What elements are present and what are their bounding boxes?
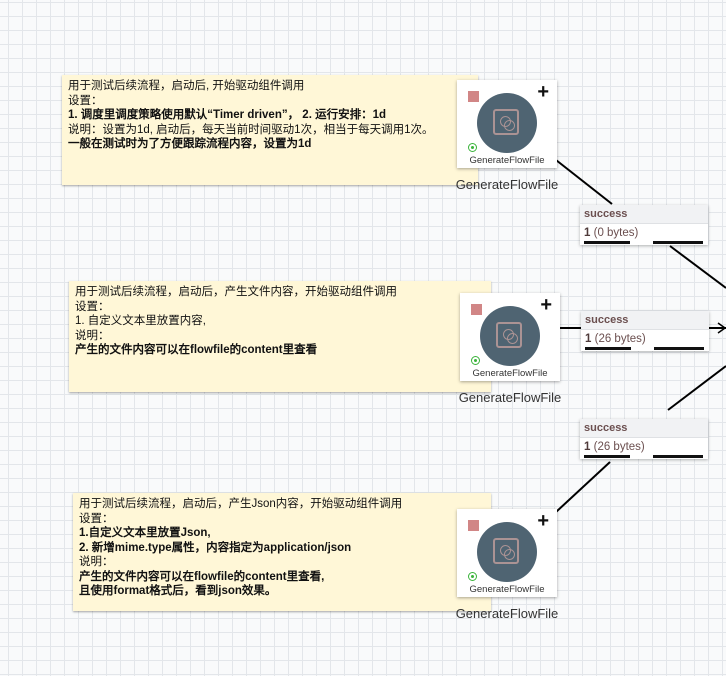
queue-size: (26 bytes) — [593, 441, 645, 453]
backpressure-size-bar — [653, 241, 703, 244]
processor-glyph-icon — [496, 322, 522, 348]
label-line: 说明： — [75, 329, 110, 342]
label-line: 1. 自定义文本里放置内容, — [75, 315, 206, 327]
arrow-head-2 — [717, 322, 726, 334]
connection-line-1a — [555, 159, 613, 205]
add-icon[interactable]: + — [540, 294, 552, 316]
label-line: 产生的文件内容可以在flowfile的content里查看 — [75, 344, 318, 356]
label-line: 设置： — [79, 512, 114, 525]
label-line: 产生的文件内容可以在flowfile的content里查看, — [79, 570, 325, 583]
label-line: 用于测试后续流程，启动后，产生Json内容，开始驱动组件调用 — [79, 498, 403, 510]
processor-icon — [480, 306, 540, 366]
queue-size: (0 bytes) — [593, 227, 639, 239]
connection-line-3a — [555, 461, 611, 513]
running-icon — [471, 356, 480, 365]
connection-label-2[interactable]: success 1 (26 bytes) — [581, 311, 709, 351]
processor-name[interactable]: GenerateFlowFile — [458, 390, 562, 405]
backpressure-size-bar — [653, 455, 703, 458]
add-icon[interactable]: + — [537, 510, 549, 532]
processor-1[interactable]: + GenerateFlowFile — [457, 80, 557, 168]
label-line: 一般在测试时为了方便跟踪流程内容，设置为1d — [68, 138, 312, 150]
processor-glyph-icon — [493, 538, 519, 564]
processor-type: GenerateFlowFile — [469, 584, 545, 595]
processor-2[interactable]: + GenerateFlowFile — [460, 293, 560, 381]
label-line: 2. 新增mime.type属性，内容指定为application/json — [79, 541, 352, 554]
label-line: 用于测试后续流程，启动后，产生文件内容，开始驱动组件调用 — [75, 286, 397, 298]
connection-line-1b — [669, 245, 726, 289]
queue-count: 1 — [585, 333, 592, 345]
queue-status: 1 (26 bytes) — [580, 438, 708, 456]
queue-size: (26 bytes) — [594, 333, 646, 345]
label-line: 1.自定义文本里放置Json, — [79, 527, 211, 539]
queue-count: 1 — [584, 441, 591, 453]
processor-icon — [477, 93, 537, 153]
running-icon — [468, 143, 477, 152]
stopped-icon — [468, 91, 479, 102]
queue-status: 1 (26 bytes) — [581, 330, 709, 348]
label-line: 1. 调度里调度策略使用默认“Timer driven”， 2. 运行安排：1d — [68, 109, 386, 121]
label-line: 且使用format格式后，看到json效果。 — [79, 585, 277, 597]
connection-label-3[interactable]: success 1 (26 bytes) — [580, 419, 708, 459]
processor-type: GenerateFlowFile — [469, 155, 545, 166]
add-icon[interactable]: + — [537, 81, 549, 103]
backpressure-size-bar — [654, 347, 704, 350]
stopped-icon — [471, 304, 482, 315]
queue-count: 1 — [584, 227, 591, 239]
backpressure-count-bar — [585, 347, 631, 350]
label-note-1[interactable]: 用于测试后续流程，启动后, 开始驱动组件调用 设置： 1. 调度里调度策略使用默… — [62, 75, 478, 185]
processor-glyph-icon — [493, 109, 519, 135]
relationship-name: success — [580, 205, 708, 224]
backpressure-count-bar — [584, 241, 630, 244]
backpressure-count-bar — [584, 455, 630, 458]
label-line: 说明：设置为1d, 启动后，每天当前时间驱动1次，相当于每天调用1次。 — [68, 123, 434, 136]
processor-name[interactable]: GenerateFlowFile — [455, 177, 559, 192]
relationship-name: success — [580, 419, 708, 438]
label-note-3[interactable]: 用于测试后续流程，启动后，产生Json内容，开始驱动组件调用 设置： 1.自定义… — [73, 493, 491, 611]
stopped-icon — [468, 520, 479, 531]
label-line: 说明： — [79, 556, 114, 568]
label-note-2[interactable]: 用于测试后续流程，启动后，产生文件内容，开始驱动组件调用 设置： 1. 自定义文… — [69, 281, 491, 392]
connection-line-3b — [667, 365, 726, 411]
queue-status: 1 (0 bytes) — [580, 224, 708, 242]
running-icon — [468, 572, 477, 581]
label-line: 设置： — [75, 300, 110, 313]
processor-type: GenerateFlowFile — [472, 368, 548, 379]
label-line: 设置： — [68, 94, 103, 107]
label-line: 用于测试后续流程，启动后, 开始驱动组件调用 — [68, 80, 305, 92]
connection-label-1[interactable]: success 1 (0 bytes) — [580, 205, 708, 245]
processor-name[interactable]: GenerateFlowFile — [455, 606, 559, 621]
processor-3[interactable]: + GenerateFlowFile — [457, 509, 557, 597]
processor-icon — [477, 522, 537, 582]
relationship-name: success — [581, 311, 709, 330]
